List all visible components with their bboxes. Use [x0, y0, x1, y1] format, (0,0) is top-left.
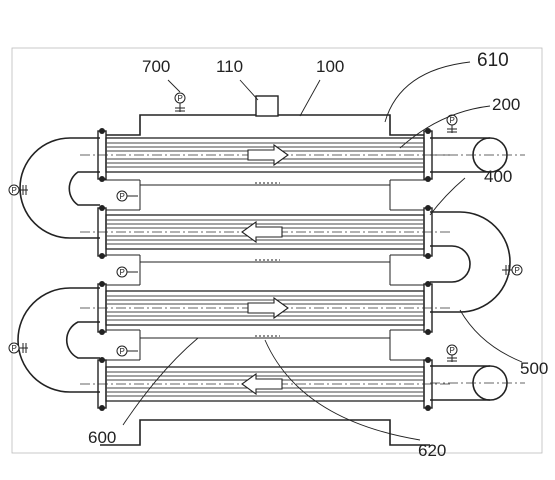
inlet-nozzle — [255, 95, 279, 117]
shell-separators — [100, 179, 430, 361]
label-400: 400 — [484, 167, 512, 186]
flow-arrow-right — [247, 296, 289, 320]
flange-bolt — [99, 128, 105, 134]
baffle-clips — [255, 182, 280, 337]
gauge-right-outlet: P — [446, 344, 458, 362]
flange-bolt — [425, 176, 431, 182]
leader-lines — [122, 61, 523, 441]
label-700: 700 — [142, 57, 170, 76]
label-200: 200 — [492, 95, 520, 114]
gauge-left-top: P — [8, 184, 28, 196]
gauge-right-bend: P — [502, 264, 523, 276]
flow-arrow-left — [241, 220, 283, 244]
gauge-left-bottom: P — [8, 342, 28, 354]
gauge-top-shell: P — [174, 92, 186, 112]
svg-text:P: P — [12, 344, 17, 353]
gauge-shell-2: P — [116, 266, 138, 278]
label-500: 500 — [520, 359, 548, 378]
flange-bolt — [99, 253, 105, 259]
flange-bolt — [99, 357, 105, 363]
flange-bolt — [425, 205, 431, 211]
flange-bolt — [99, 281, 105, 287]
flange-bolt — [425, 253, 431, 259]
tube-row-2 — [80, 205, 450, 259]
label-600: 600 — [88, 428, 116, 447]
reference-labels: 700 110 100 610 200 400 500 600 620 — [88, 50, 548, 460]
svg-text:P: P — [450, 116, 455, 125]
pressure-gauges: P P P P P P P — [8, 92, 523, 362]
svg-text:P: P — [178, 94, 183, 103]
label-100: 100 — [316, 57, 344, 76]
flange-bolt — [99, 205, 105, 211]
flange-bolt — [425, 357, 431, 363]
diagram-frame — [11, 47, 543, 454]
flange-bolt — [425, 281, 431, 287]
flange-bolt — [425, 329, 431, 335]
svg-text:P: P — [450, 346, 455, 355]
flow-arrow-right — [247, 143, 289, 167]
shell-outline — [100, 114, 430, 446]
tube-row-3 — [80, 281, 450, 335]
flange-bolt — [99, 405, 105, 411]
tube-rows — [80, 128, 450, 411]
svg-text:P: P — [12, 186, 17, 195]
tube-row-1 — [80, 128, 450, 182]
label-610: 610 — [477, 50, 509, 71]
svg-text:P: P — [120, 192, 125, 201]
gauge-shell-1: P — [116, 190, 138, 202]
u-bend-pipes — [17, 137, 525, 401]
label-110: 110 — [216, 57, 243, 76]
gauge-shell-3: P — [116, 345, 138, 357]
svg-text:P: P — [120, 347, 125, 356]
tube-row-4 — [80, 357, 450, 411]
gauge-right-inlet: P — [446, 114, 458, 133]
flange-bolt — [99, 176, 105, 182]
svg-text:P: P — [515, 266, 520, 275]
flange-bolt — [425, 405, 431, 411]
svg-text:P: P — [120, 268, 125, 277]
label-620: 620 — [418, 441, 446, 460]
flange-bolt — [425, 128, 431, 134]
flange-bolt — [99, 329, 105, 335]
flow-arrow-left — [241, 372, 283, 396]
